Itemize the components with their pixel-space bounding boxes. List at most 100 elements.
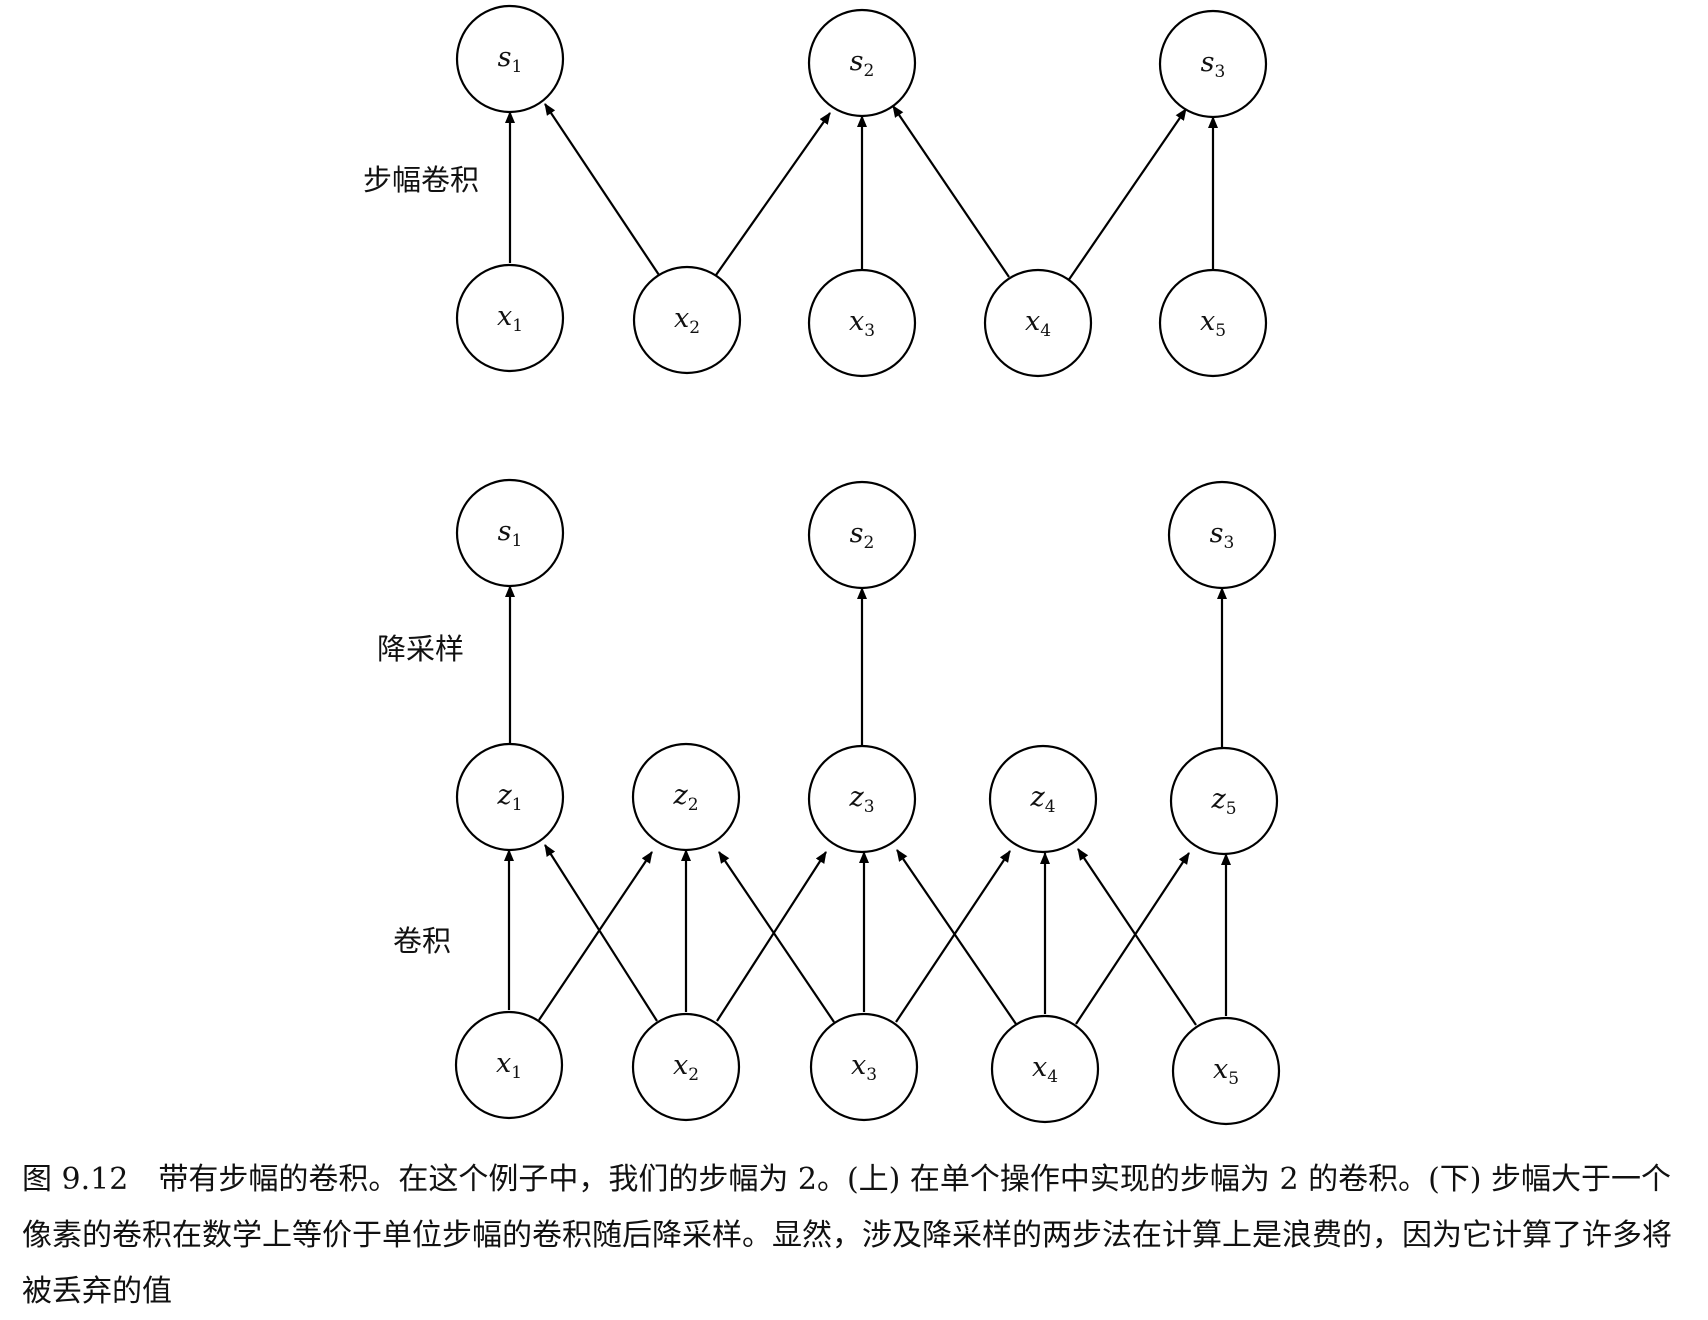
- edge-x2-z3: [716, 851, 827, 1022]
- edge-x2-s1: [544, 103, 660, 276]
- figure-number: 图 9.12: [22, 1162, 129, 1197]
- svg-text:x3: x3: [849, 306, 875, 341]
- node-var: x: [496, 1048, 511, 1079]
- svg-text:x3: x3: [851, 1050, 877, 1085]
- svg-text:x1: x1: [497, 301, 523, 336]
- svg-text:x2: x2: [673, 1050, 699, 1085]
- svg-text:z3: z3: [848, 782, 874, 817]
- edge-x4-z5: [1075, 852, 1190, 1025]
- node-sub: 3: [1215, 62, 1226, 82]
- bottom-hidden-nodes: z1 z2 z3 z4 z5: [455, 742, 1279, 856]
- node-sub: 1: [512, 316, 523, 336]
- edge-x2-s2: [715, 112, 831, 276]
- top-input-nodes: x1 x2 x3 x4 x5: [455, 263, 1268, 378]
- node-var: z: [672, 780, 688, 811]
- node-sub: 3: [864, 797, 875, 817]
- node-var: x: [1025, 306, 1040, 337]
- node-var: x: [851, 1050, 866, 1081]
- node-sub: 3: [864, 321, 875, 341]
- node-sub: 3: [1224, 533, 1235, 553]
- node-var: z: [1210, 784, 1226, 815]
- edge-x3-z2: [718, 851, 835, 1023]
- svg-text:x5: x5: [1200, 306, 1226, 341]
- strided-convolution-diagram: 步幅卷积 降采样 卷积 s1 s2 s3 x1 x2 x3: [363, 4, 1281, 1126]
- top-output-nodes: s1 s2 s3: [455, 4, 1268, 119]
- node-sub: 4: [1045, 797, 1056, 817]
- label-downsample: 降采样: [377, 632, 464, 666]
- svg-text:s1: s1: [498, 516, 523, 551]
- node-bottom-x5: x5: [1171, 1016, 1281, 1126]
- node-var: x: [1032, 1052, 1047, 1083]
- node-sub: 1: [511, 1063, 522, 1083]
- node-sub: 1: [512, 795, 523, 815]
- bottom-downsample-edges: [505, 585, 1227, 747]
- node-bottom-z1: z1: [455, 742, 565, 852]
- label-strided-conv: 步幅卷积: [363, 163, 479, 197]
- node-sub: 3: [866, 1065, 877, 1085]
- node-var: x: [849, 306, 864, 337]
- node-top-s1: s1: [455, 4, 565, 114]
- node-sub: 2: [864, 61, 875, 81]
- svg-text:x4: x4: [1025, 306, 1051, 341]
- node-top-x3: x3: [807, 268, 917, 378]
- node-top-x4: x4: [983, 268, 1093, 378]
- bottom-output-nodes: s1 s2 s3: [455, 478, 1277, 590]
- node-bottom-x3: x3: [809, 1012, 919, 1122]
- node-bottom-s2: s2: [807, 480, 917, 590]
- node-var: z: [496, 780, 512, 811]
- node-var: x: [674, 303, 689, 334]
- edge-x3-z4: [895, 850, 1011, 1023]
- node-bottom-z4: z4: [988, 744, 1098, 854]
- node-top-x2: x2: [632, 265, 742, 375]
- edge-x2-z1: [544, 844, 658, 1022]
- node-bottom-z3: z3: [807, 744, 917, 854]
- node-bottom-s1: s1: [455, 478, 565, 588]
- node-bottom-s3: s3: [1167, 480, 1277, 590]
- node-bottom-x2: x2: [631, 1012, 741, 1122]
- node-var: s: [498, 516, 512, 547]
- node-top-s3: s3: [1158, 9, 1268, 119]
- node-top-x5: x5: [1158, 268, 1268, 378]
- svg-text:z5: z5: [1210, 784, 1236, 819]
- node-var: x: [1213, 1054, 1228, 1085]
- node-var: s: [498, 42, 512, 73]
- node-bottom-z2: z2: [631, 742, 741, 852]
- node-bottom-x4: x4: [990, 1014, 1100, 1124]
- node-sub: 5: [1215, 321, 1226, 341]
- node-top-s2: s2: [807, 8, 917, 118]
- svg-text:s2: s2: [850, 46, 875, 81]
- node-var: x: [1200, 306, 1215, 337]
- node-sub: 5: [1226, 799, 1237, 819]
- label-conv: 卷积: [393, 924, 451, 958]
- top-edges: [505, 103, 1218, 282]
- edge-x4-z3: [896, 849, 1017, 1025]
- svg-text:z2: z2: [672, 780, 698, 815]
- node-sub: 2: [864, 533, 875, 553]
- node-sub: 2: [688, 1065, 699, 1085]
- node-var: s: [850, 518, 864, 549]
- edge-x4-s2: [892, 105, 1010, 278]
- node-sub: 4: [1047, 1067, 1058, 1087]
- edge-x1-z2: [538, 851, 653, 1021]
- bottom-conv-edges: [504, 844, 1231, 1026]
- svg-text:x1: x1: [496, 1048, 522, 1083]
- caption-text: 带有步幅的卷积。在这个例子中，我们的步幅为 2。(上) 在单个操作中实现的步幅为…: [22, 1162, 1672, 1309]
- svg-text:s1: s1: [498, 42, 523, 77]
- node-sub: 5: [1228, 1069, 1239, 1089]
- node-var: z: [1029, 782, 1045, 813]
- node-var: z: [848, 782, 864, 813]
- node-sub: 1: [512, 531, 523, 551]
- node-bottom-z5: z5: [1169, 746, 1279, 856]
- node-var: s: [850, 46, 864, 77]
- node-bottom-x1: x1: [454, 1010, 564, 1120]
- node-var: s: [1201, 47, 1215, 78]
- node-top-x1: x1: [455, 263, 565, 373]
- node-sub: 2: [688, 795, 699, 815]
- svg-text:s3: s3: [1210, 518, 1235, 553]
- svg-text:x4: x4: [1032, 1052, 1058, 1087]
- svg-text:s3: s3: [1201, 47, 1226, 82]
- svg-text:x5: x5: [1213, 1054, 1239, 1089]
- node-var: s: [1210, 518, 1224, 549]
- svg-text:z1: z1: [496, 780, 522, 815]
